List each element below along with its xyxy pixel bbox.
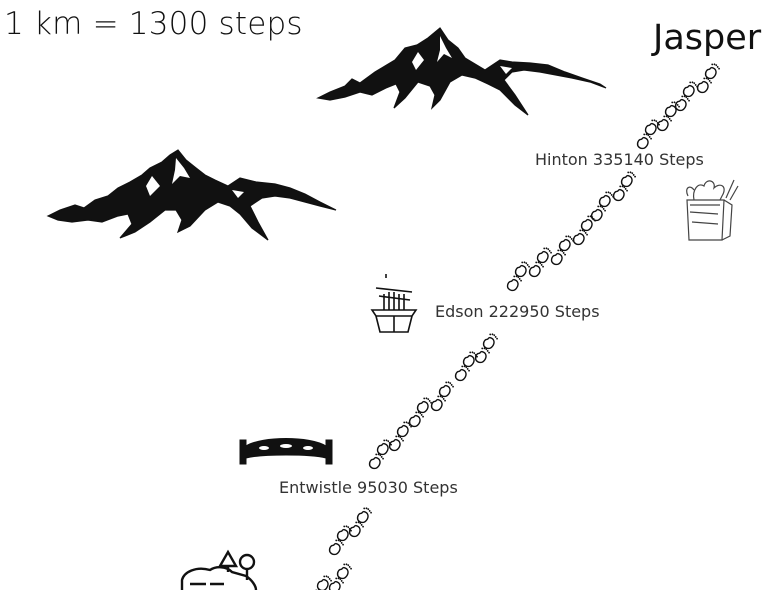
footprint-icon: [316, 575, 332, 590]
footprint-icon: [336, 525, 352, 542]
footprint-icon: [620, 171, 636, 188]
footprint-icon: [550, 249, 566, 266]
mountain-range-icon: [46, 149, 337, 241]
footprint-icon: [664, 101, 680, 118]
footprint-icon: [368, 453, 384, 470]
footprint-icon: [558, 235, 574, 252]
footprint-icon: [514, 261, 530, 278]
scale-label: 1 km = 1300 steps: [4, 6, 303, 42]
footprint-icon: [356, 507, 372, 524]
stop-label-hinton: Hinton 335140 Steps: [535, 150, 704, 169]
footprint-icon: [376, 439, 392, 456]
footprint-icon: [438, 381, 454, 398]
footprint-icon: [408, 411, 424, 428]
footprint-icon: [580, 215, 596, 232]
bridge-icon: [239, 438, 333, 465]
footprint-icon: [572, 229, 588, 246]
footprint-icon: [328, 539, 344, 556]
grocery-bag-icon: [686, 179, 739, 241]
footprint-icon: [454, 365, 470, 382]
footprint-icon: [636, 133, 652, 150]
footprint-icon: [506, 275, 522, 292]
stop-label-edson: Edson 222950 Steps: [435, 302, 600, 321]
footprint-icon: [528, 261, 544, 278]
noodle-box-icon: [370, 274, 418, 333]
footprint-icon: [388, 435, 404, 452]
footprint-icon: [348, 521, 364, 538]
footprint-icon: [696, 77, 712, 94]
footprint-icon: [396, 421, 412, 438]
footprint-icon: [644, 119, 660, 136]
destination-label: Jasper: [653, 18, 762, 58]
footprint-trail: [315, 63, 720, 590]
footprint-icon: [474, 347, 490, 364]
footprint-icon: [336, 563, 352, 580]
footprint-icon: [598, 191, 614, 208]
footprint-icon: [704, 63, 720, 80]
mountain-snow: [412, 36, 512, 74]
footprint-icon: [682, 81, 698, 98]
footprint-icon: [612, 185, 628, 202]
footprint-icon: [462, 351, 478, 368]
stop-label-entwistle: Entwistle 95030 Steps: [279, 478, 458, 497]
mountain-range-icon: [316, 27, 607, 116]
footprint-icon: [656, 115, 672, 132]
footprint-icon: [482, 333, 498, 350]
footprint-icon: [536, 247, 552, 264]
park-icon: [180, 549, 258, 590]
mountain-snow: [146, 158, 244, 198]
footprint-icon: [430, 395, 446, 412]
footprint-icon: [416, 397, 432, 414]
